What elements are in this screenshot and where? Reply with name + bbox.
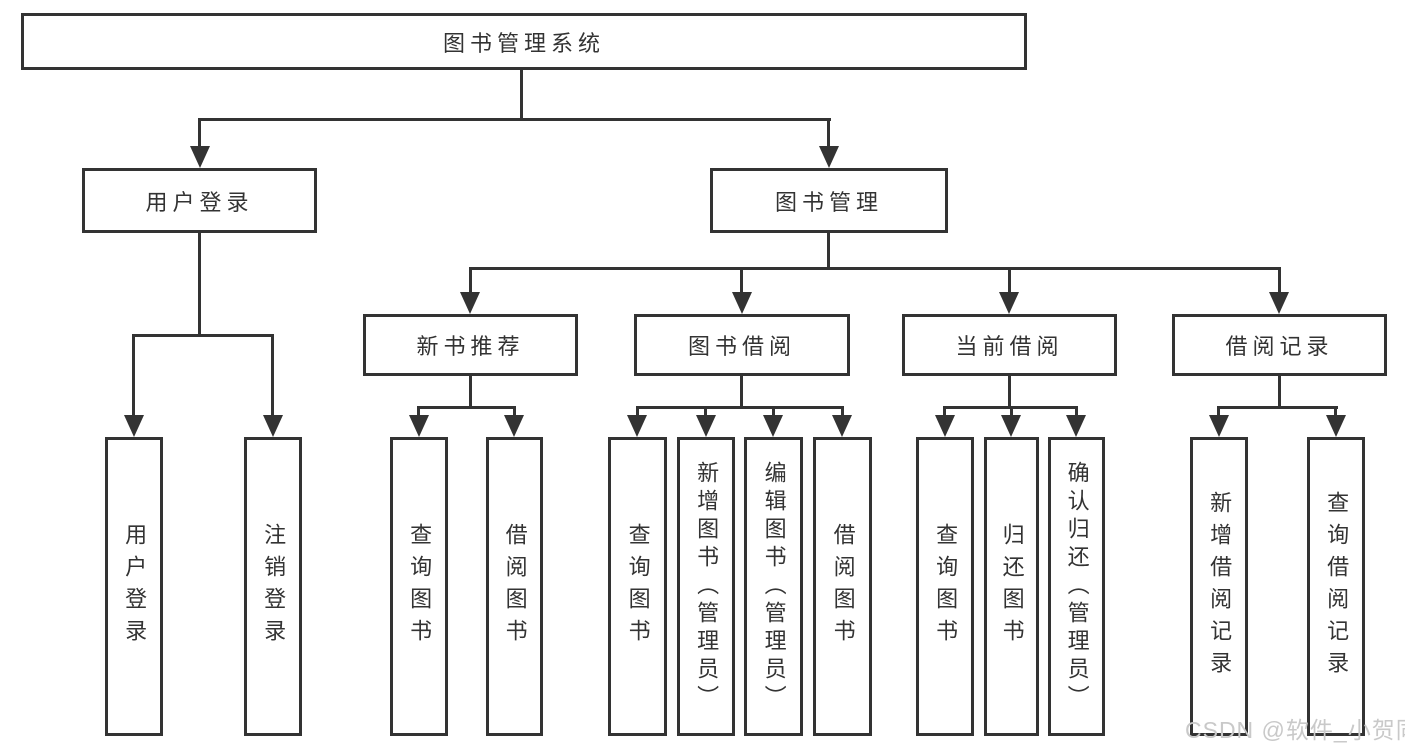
- node-return-books: 归还图书: [984, 437, 1039, 736]
- node-logout: 注销登录: [244, 437, 302, 736]
- arrowhead-icon: [999, 292, 1019, 314]
- node-label: 新书推荐: [416, 334, 525, 359]
- node-book-borrowing: 图书借阅: [634, 314, 850, 376]
- edge-line: [1010, 406, 1013, 418]
- node-user-login-module: 用户登录: [82, 168, 317, 233]
- edge-line: [469, 376, 472, 409]
- arrowhead-icon: [763, 415, 783, 437]
- arrowhead-icon: [732, 292, 752, 314]
- arrowhead-icon: [1209, 415, 1229, 437]
- edge-line: [513, 406, 516, 418]
- node-current-borrowing: 当前借阅: [902, 314, 1117, 376]
- edge-line: [198, 233, 201, 337]
- edge-line: [1278, 376, 1281, 409]
- edge-line: [469, 267, 472, 295]
- node-query-borrow-record: 查询借阅记录: [1307, 437, 1365, 736]
- edge-line: [636, 406, 639, 418]
- node-label: 新增图书（管理员）: [694, 460, 720, 713]
- node-label: 用户登录: [145, 189, 254, 215]
- node-label: 确认归还（管理员）: [1064, 460, 1090, 713]
- arrowhead-icon: [124, 415, 144, 437]
- node-label: 注销登录: [261, 522, 287, 651]
- arrowhead-icon: [1269, 292, 1289, 314]
- arrowhead-icon: [504, 415, 524, 437]
- arrowhead-icon: [819, 146, 839, 168]
- edge-line: [943, 406, 946, 418]
- arrowhead-icon: [1001, 415, 1021, 437]
- edge-line: [1008, 376, 1011, 409]
- arrowhead-icon: [263, 415, 283, 437]
- edge-line: [417, 406, 420, 418]
- arrowhead-icon: [935, 415, 955, 437]
- edge-line: [740, 376, 743, 409]
- node-label: 编辑图书（管理员）: [761, 460, 787, 713]
- arrowhead-icon: [832, 415, 852, 437]
- node-label: 图书管理系统: [442, 30, 605, 56]
- node-borrow-books-recommend: 借阅图书: [486, 437, 543, 736]
- node-add-books-admin: 新增图书（管理员）: [677, 437, 735, 736]
- node-label: 借阅图书: [830, 522, 856, 651]
- node-borrowing-records: 借阅记录: [1172, 314, 1387, 376]
- node-query-books-recommend: 查询图书: [390, 437, 448, 736]
- arrowhead-icon: [696, 415, 716, 437]
- node-confirm-return-admin: 确认归还（管理员）: [1048, 437, 1105, 736]
- node-label: 当前借阅: [955, 334, 1064, 359]
- node-query-books-current: 查询图书: [916, 437, 974, 736]
- edge-line: [1217, 406, 1220, 418]
- arrowhead-icon: [1066, 415, 1086, 437]
- edge-line: [740, 267, 743, 295]
- edge-line: [198, 118, 201, 150]
- edge-line: [198, 118, 831, 121]
- node-label: 借阅记录: [1225, 334, 1334, 359]
- edge-line: [520, 68, 523, 121]
- edge-line: [132, 334, 135, 416]
- edge-line: [417, 406, 516, 409]
- edge-line: [636, 406, 844, 409]
- node-label: 查询图书: [407, 522, 433, 651]
- node-label: 查询图书: [933, 522, 959, 651]
- node-label: 图书管理: [774, 189, 883, 215]
- edge-line: [271, 334, 274, 416]
- edge-line: [469, 267, 1281, 270]
- arrowhead-icon: [460, 292, 480, 314]
- node-library-management-system: 图书管理系统: [21, 13, 1027, 70]
- watermark-text: CSDN @软件_小贺同学: [1185, 717, 1405, 743]
- node-edit-books-admin: 编辑图书（管理员）: [744, 437, 803, 736]
- node-label: 查询借阅记录: [1324, 490, 1350, 683]
- edge-line: [772, 406, 775, 418]
- node-user-login: 用户登录: [105, 437, 163, 736]
- edge-line: [1334, 406, 1337, 418]
- edge-line: [1008, 267, 1011, 295]
- arrowhead-icon: [409, 415, 429, 437]
- node-book-management-module: 图书管理: [710, 168, 948, 233]
- edge-line: [1278, 267, 1281, 295]
- node-label: 新增借阅记录: [1207, 490, 1233, 683]
- node-borrow-books: 借阅图书: [813, 437, 872, 736]
- arrowhead-icon: [1326, 415, 1346, 437]
- node-query-books-borrowing: 查询图书: [608, 437, 667, 736]
- node-add-borrow-record: 新增借阅记录: [1190, 437, 1248, 736]
- edge-line: [132, 334, 274, 337]
- arrowhead-icon: [627, 415, 647, 437]
- node-label: 借阅图书: [502, 522, 528, 651]
- edge-line: [1075, 406, 1078, 418]
- edge-line: [827, 233, 830, 270]
- edge-line: [841, 406, 844, 418]
- node-label: 查询图书: [625, 522, 651, 651]
- edge-line: [827, 118, 830, 150]
- node-label: 归还图书: [999, 522, 1025, 651]
- edge-line: [1217, 406, 1338, 409]
- arrowhead-icon: [190, 146, 210, 168]
- node-label: 图书借阅: [687, 334, 796, 359]
- node-label: 用户登录: [122, 522, 148, 651]
- edge-line: [704, 406, 707, 418]
- node-new-book-recommendation: 新书推荐: [363, 314, 578, 376]
